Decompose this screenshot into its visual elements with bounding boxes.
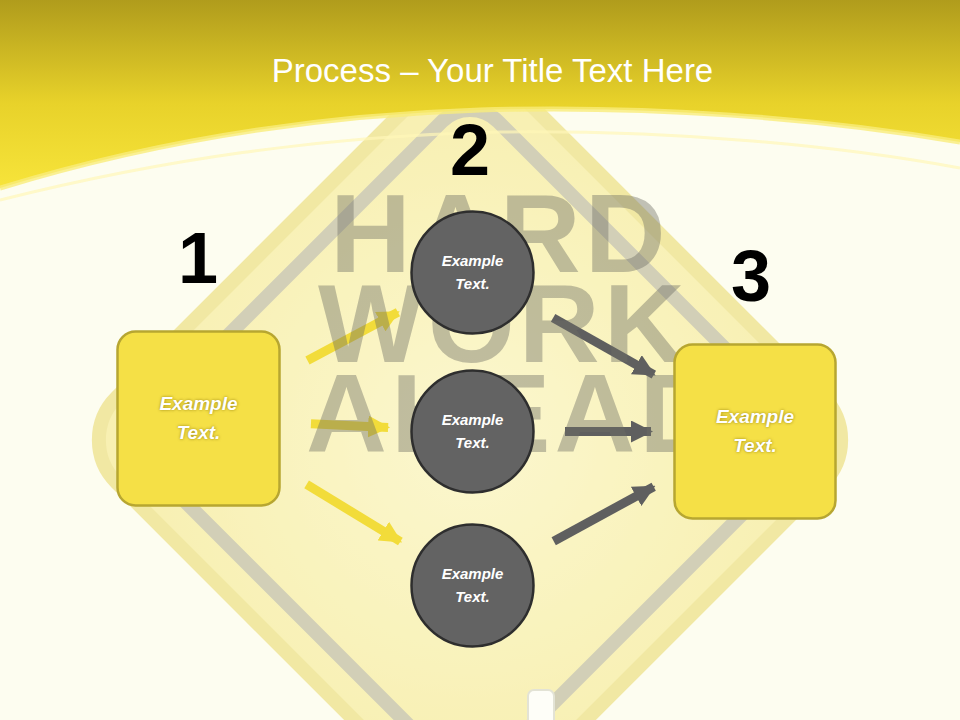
header-band <box>0 0 960 188</box>
step-number: 1 <box>178 222 218 294</box>
flow-arrow <box>565 427 651 436</box>
flow-arrow <box>554 487 654 541</box>
node-outline <box>410 210 535 335</box>
step-number: 3 <box>731 240 771 312</box>
node-text: Example Text. <box>430 409 515 454</box>
node-outline <box>410 369 535 494</box>
flow-arrow <box>553 318 654 375</box>
node-text: Example Text. <box>430 250 515 295</box>
process-box: Example Text. <box>116 330 281 507</box>
node-outline <box>116 330 281 507</box>
flow-arrow <box>311 424 388 428</box>
node-outline <box>410 523 535 648</box>
process-box: Example Text. <box>673 343 837 520</box>
node-text: Example Text. <box>430 563 515 608</box>
step-number: 2 <box>450 114 490 186</box>
node-outline <box>673 343 837 520</box>
process-circle: Example Text. <box>410 369 535 494</box>
node-text: Example Text. <box>697 403 813 460</box>
slide-title: Process – Your Title Text Here <box>0 52 960 90</box>
node-text: Example Text. <box>140 390 257 447</box>
flow-arrow <box>307 484 401 541</box>
warning-sign <box>74 44 866 720</box>
process-circle: Example Text. <box>410 523 535 648</box>
flow-arrow <box>307 312 397 360</box>
process-circle: Example Text. <box>410 210 535 335</box>
